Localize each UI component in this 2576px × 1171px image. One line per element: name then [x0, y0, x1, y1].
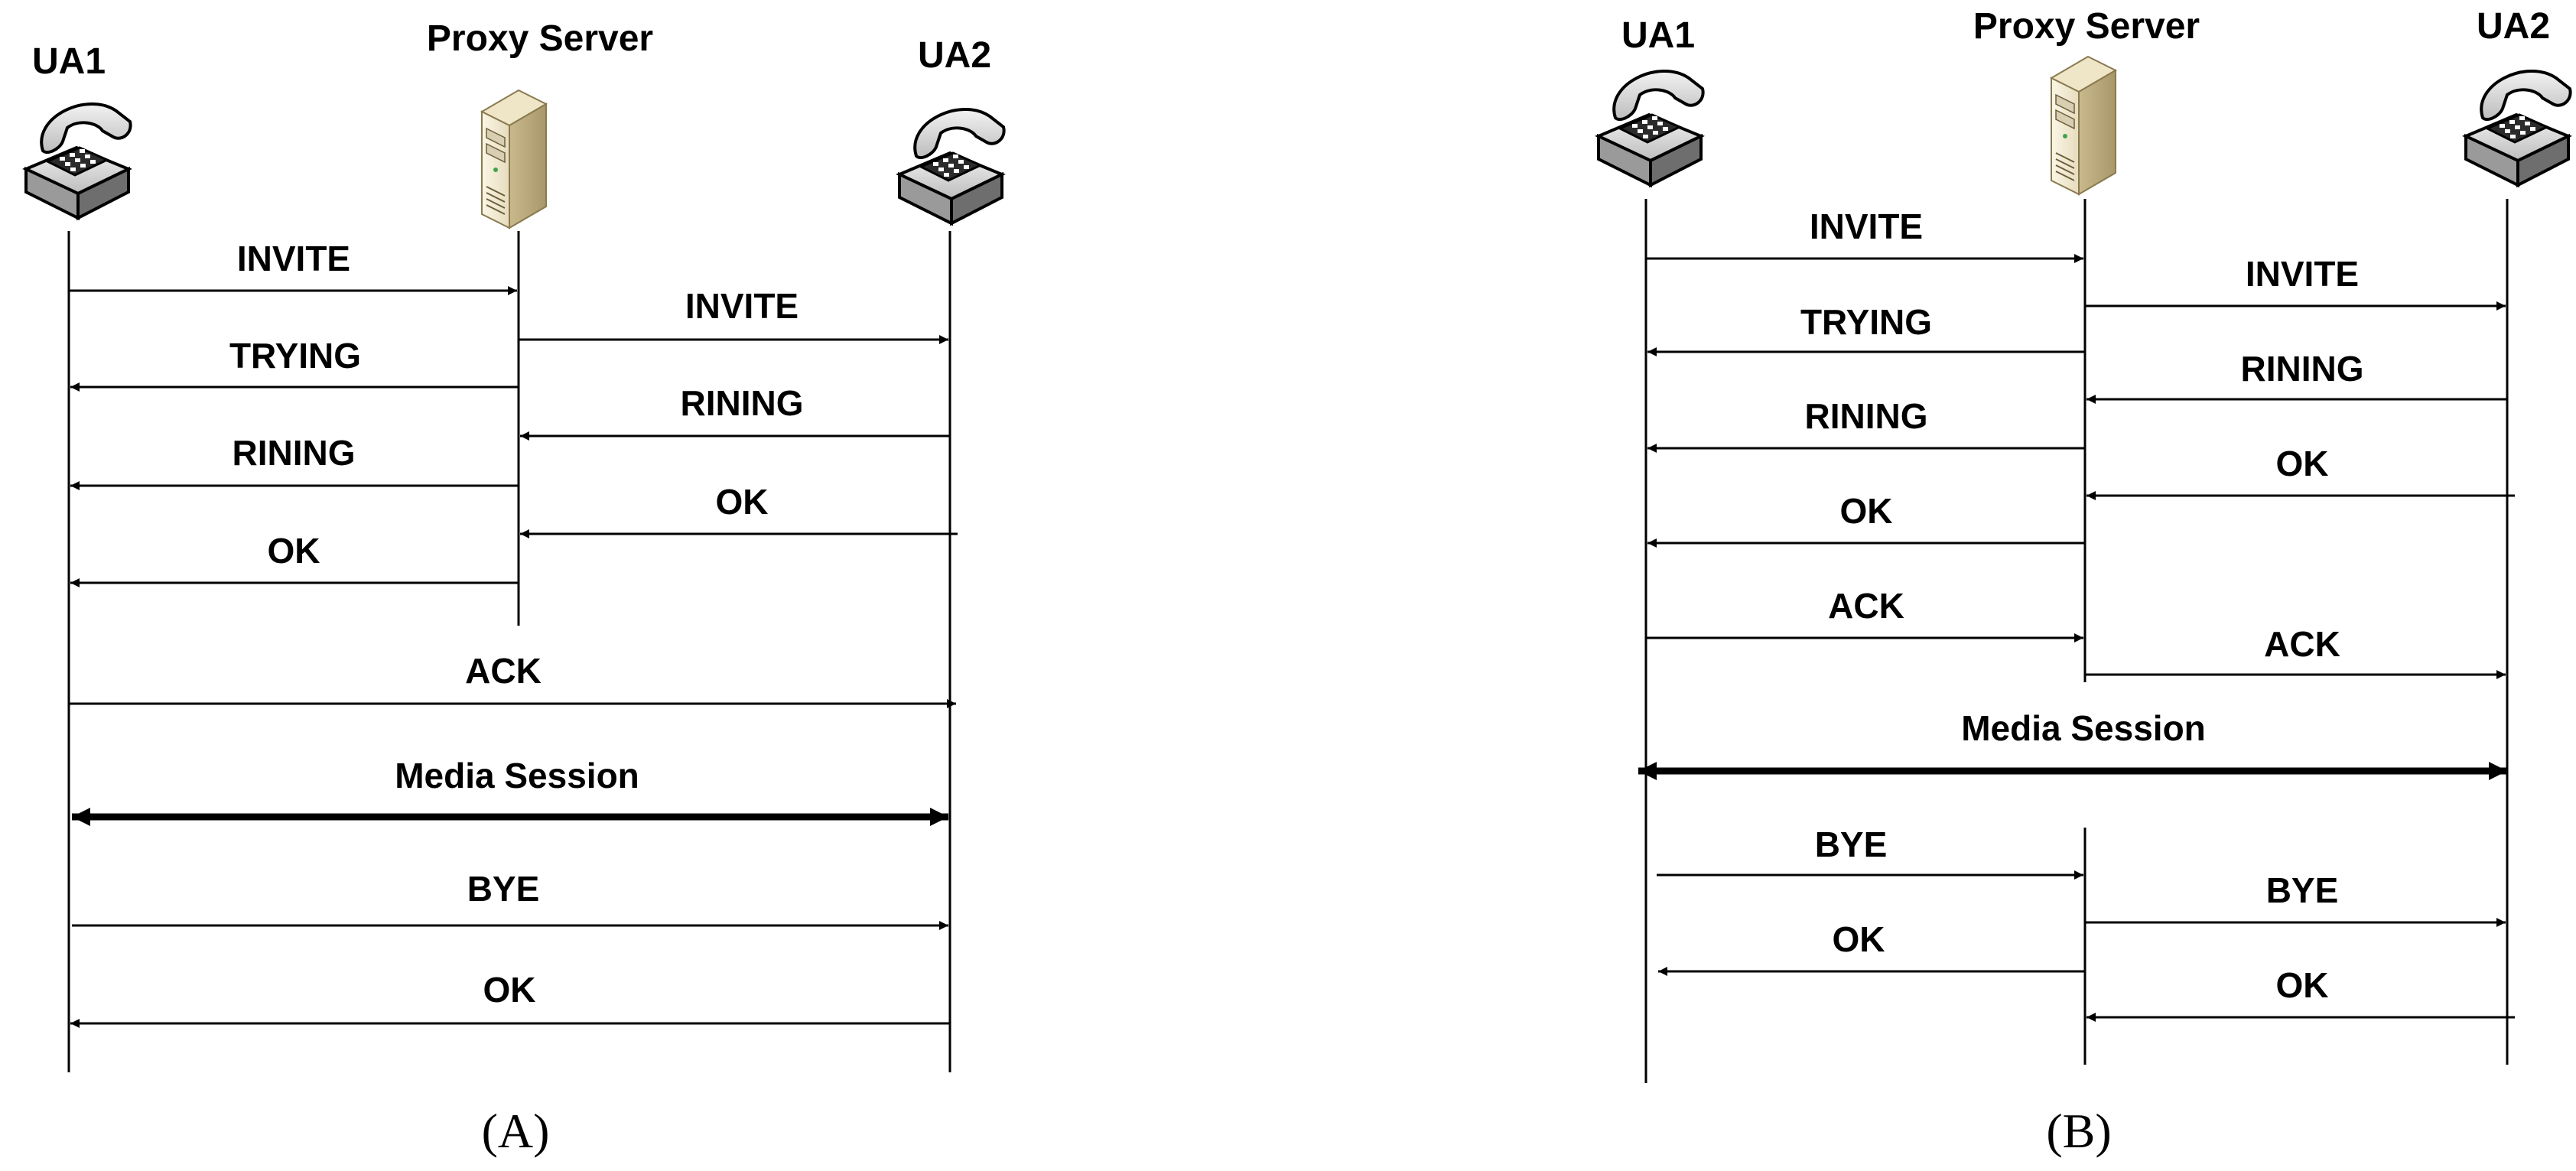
message-label: BYE	[2266, 870, 2339, 910]
message-label: INVITE	[237, 239, 350, 278]
message-label: INVITE	[1810, 207, 1923, 246]
panel-caption: (A)	[482, 1104, 550, 1158]
telephone-icon	[24, 102, 132, 220]
proxy-server-label: Proxy Server	[427, 18, 653, 59]
message-label: RINING	[2241, 349, 2364, 389]
message-label: INVITE	[2246, 254, 2359, 294]
telephone-icon	[898, 107, 1006, 225]
ua1-label: UA1	[32, 41, 106, 82]
media-session-label: Media Session	[1961, 708, 2206, 748]
message-label: INVITE	[685, 286, 798, 326]
message-label: BYE	[1815, 825, 1888, 864]
message-label: TRYING	[1800, 302, 1932, 342]
message-label: BYE	[467, 869, 540, 909]
ua2-label: UA2	[2477, 6, 2550, 47]
proxy-server-label: Proxy Server	[1973, 6, 2200, 47]
telephone-icon	[2464, 69, 2572, 187]
telephone-icon	[1597, 69, 1705, 187]
message-label: RINING	[681, 383, 804, 423]
ua2-label: UA2	[918, 35, 991, 76]
message-label: OK	[2276, 444, 2329, 483]
message-label: OK	[483, 970, 536, 1010]
message-label: ACK	[465, 651, 542, 691]
message-label: OK	[1833, 919, 1885, 959]
server-tower-icon	[481, 89, 547, 229]
message-label: TRYING	[229, 336, 361, 376]
message-label: ACK	[1828, 586, 1904, 626]
message-label: ACK	[2264, 624, 2340, 664]
server-tower-icon	[2051, 56, 2116, 195]
message-label: RINING	[233, 433, 356, 473]
message-label: OK	[2276, 965, 2329, 1005]
message-label: OK	[268, 531, 320, 571]
message-label: OK	[1840, 491, 1893, 531]
message-label: RINING	[1805, 396, 1928, 436]
ua1-label: UA1	[1621, 15, 1695, 56]
panel-caption: (B)	[2046, 1104, 2111, 1158]
panel-a: UA1 Proxy Server UA2 INVITE INVITE TRYIN…	[24, 18, 1006, 1158]
media-session-label: Media Session	[395, 756, 639, 795]
panel-b: UA1 Proxy Server UA2 INVITE INVITE TRYIN…	[1597, 6, 2572, 1158]
message-label: OK	[716, 482, 769, 522]
